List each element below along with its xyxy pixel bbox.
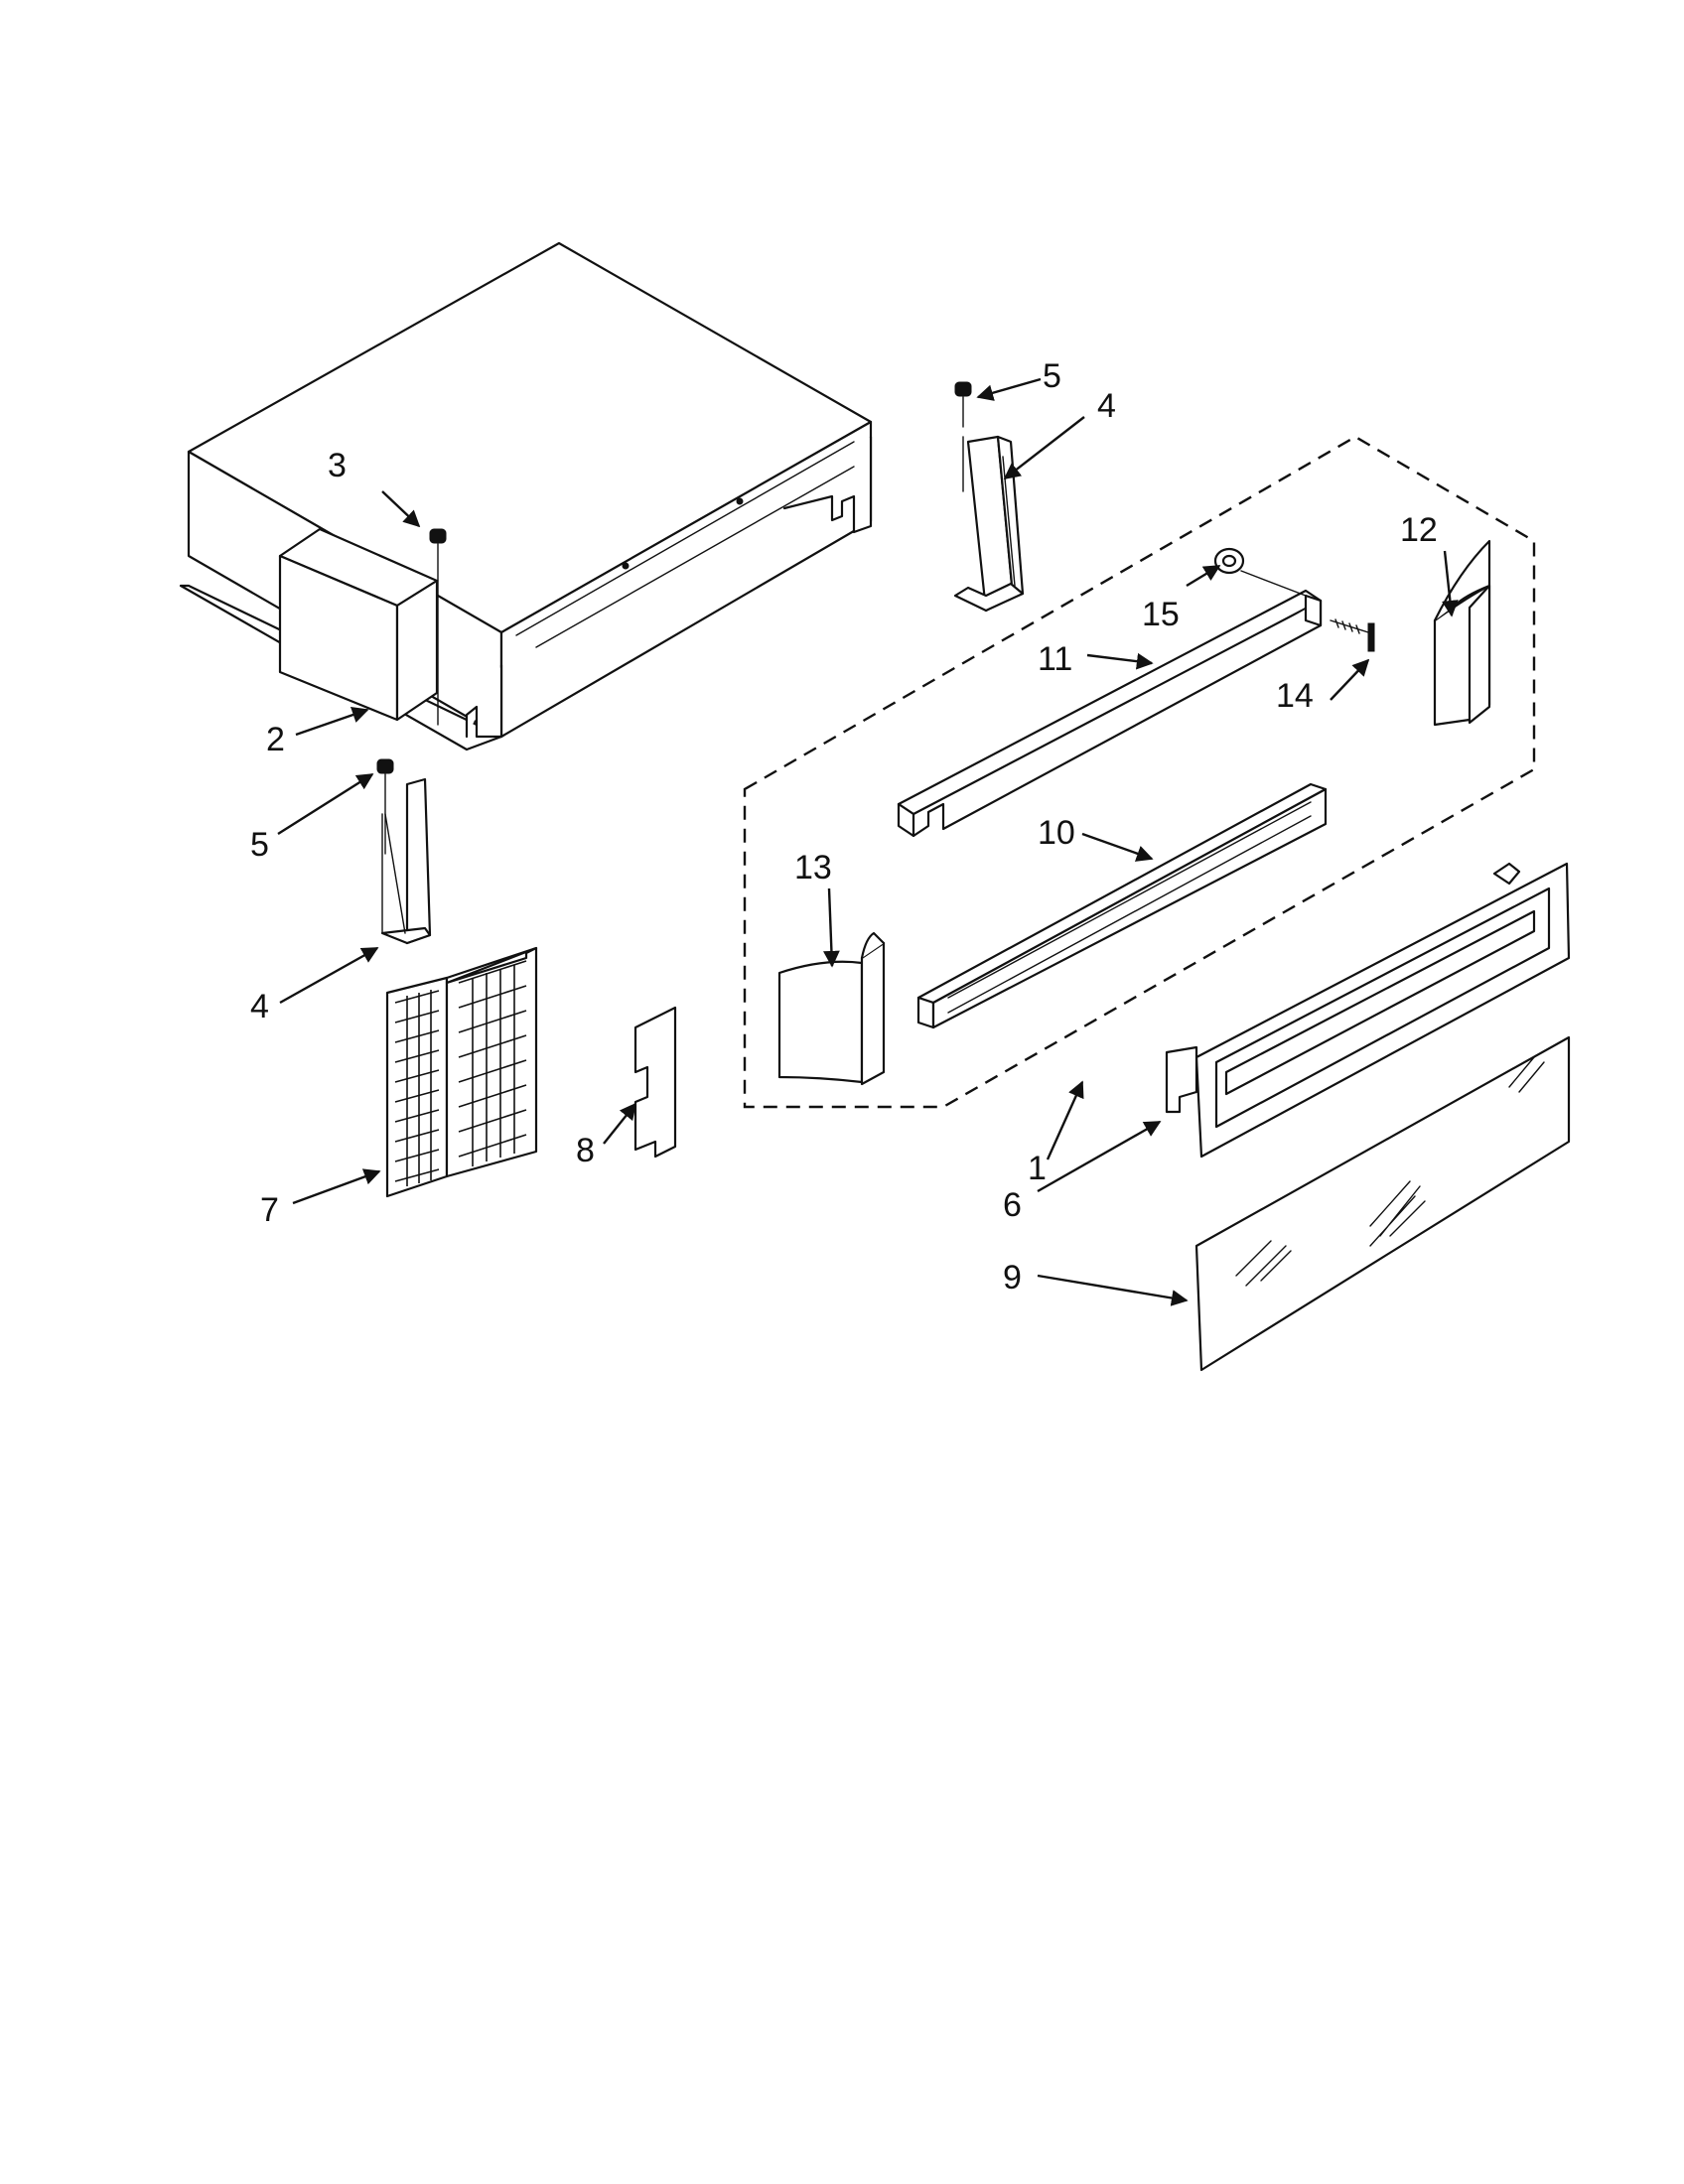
callout-8: 8 xyxy=(576,1132,595,1169)
leader-lines xyxy=(277,377,1459,1306)
callout-4-upper: 4 xyxy=(1097,387,1116,425)
part-4-bracket-upper xyxy=(953,435,1025,613)
callout-9: 9 xyxy=(1003,1259,1022,1297)
part-14-bolt xyxy=(1330,618,1375,652)
callout-3: 3 xyxy=(328,447,347,484)
part-2-control-box xyxy=(278,527,439,722)
kit-boundary-dashed xyxy=(743,435,1536,1109)
part-15-nut xyxy=(1213,547,1307,597)
part-6-front-frame xyxy=(1165,862,1571,1159)
part-4-bracket-lower xyxy=(380,777,432,945)
callout-1: 1 xyxy=(1028,1150,1047,1187)
callout-11: 11 xyxy=(1038,640,1072,678)
part-11-upper-rail xyxy=(897,589,1323,838)
callout-5-upper: 5 xyxy=(1043,357,1061,395)
callout-15: 15 xyxy=(1142,596,1180,633)
part-9-glass-panel xyxy=(1194,1035,1571,1372)
part-10-lower-rail xyxy=(916,782,1328,1029)
part-12-end-cap-right xyxy=(1433,539,1491,727)
callout-labels: 3 2 5 4 5 4 12 15 11 14 10 13 8 1 7 6 9 xyxy=(250,357,1438,1297)
callout-14: 14 xyxy=(1276,677,1314,715)
part-5-screw-lower xyxy=(376,758,394,855)
callout-2: 2 xyxy=(266,721,285,758)
part-8-panel xyxy=(633,1006,677,1159)
callout-4-lower: 4 xyxy=(250,988,269,1025)
part-13-end-cap-left xyxy=(777,931,886,1086)
callout-10: 10 xyxy=(1038,814,1075,852)
callout-6: 6 xyxy=(1003,1186,1022,1224)
part-5-screw-upper xyxy=(954,381,972,492)
callout-13: 13 xyxy=(794,849,832,887)
callout-12: 12 xyxy=(1400,511,1438,549)
callout-5-lower: 5 xyxy=(250,826,269,864)
callout-7: 7 xyxy=(260,1191,279,1229)
part-7-grille xyxy=(385,946,538,1198)
part-3-screw xyxy=(429,528,447,726)
